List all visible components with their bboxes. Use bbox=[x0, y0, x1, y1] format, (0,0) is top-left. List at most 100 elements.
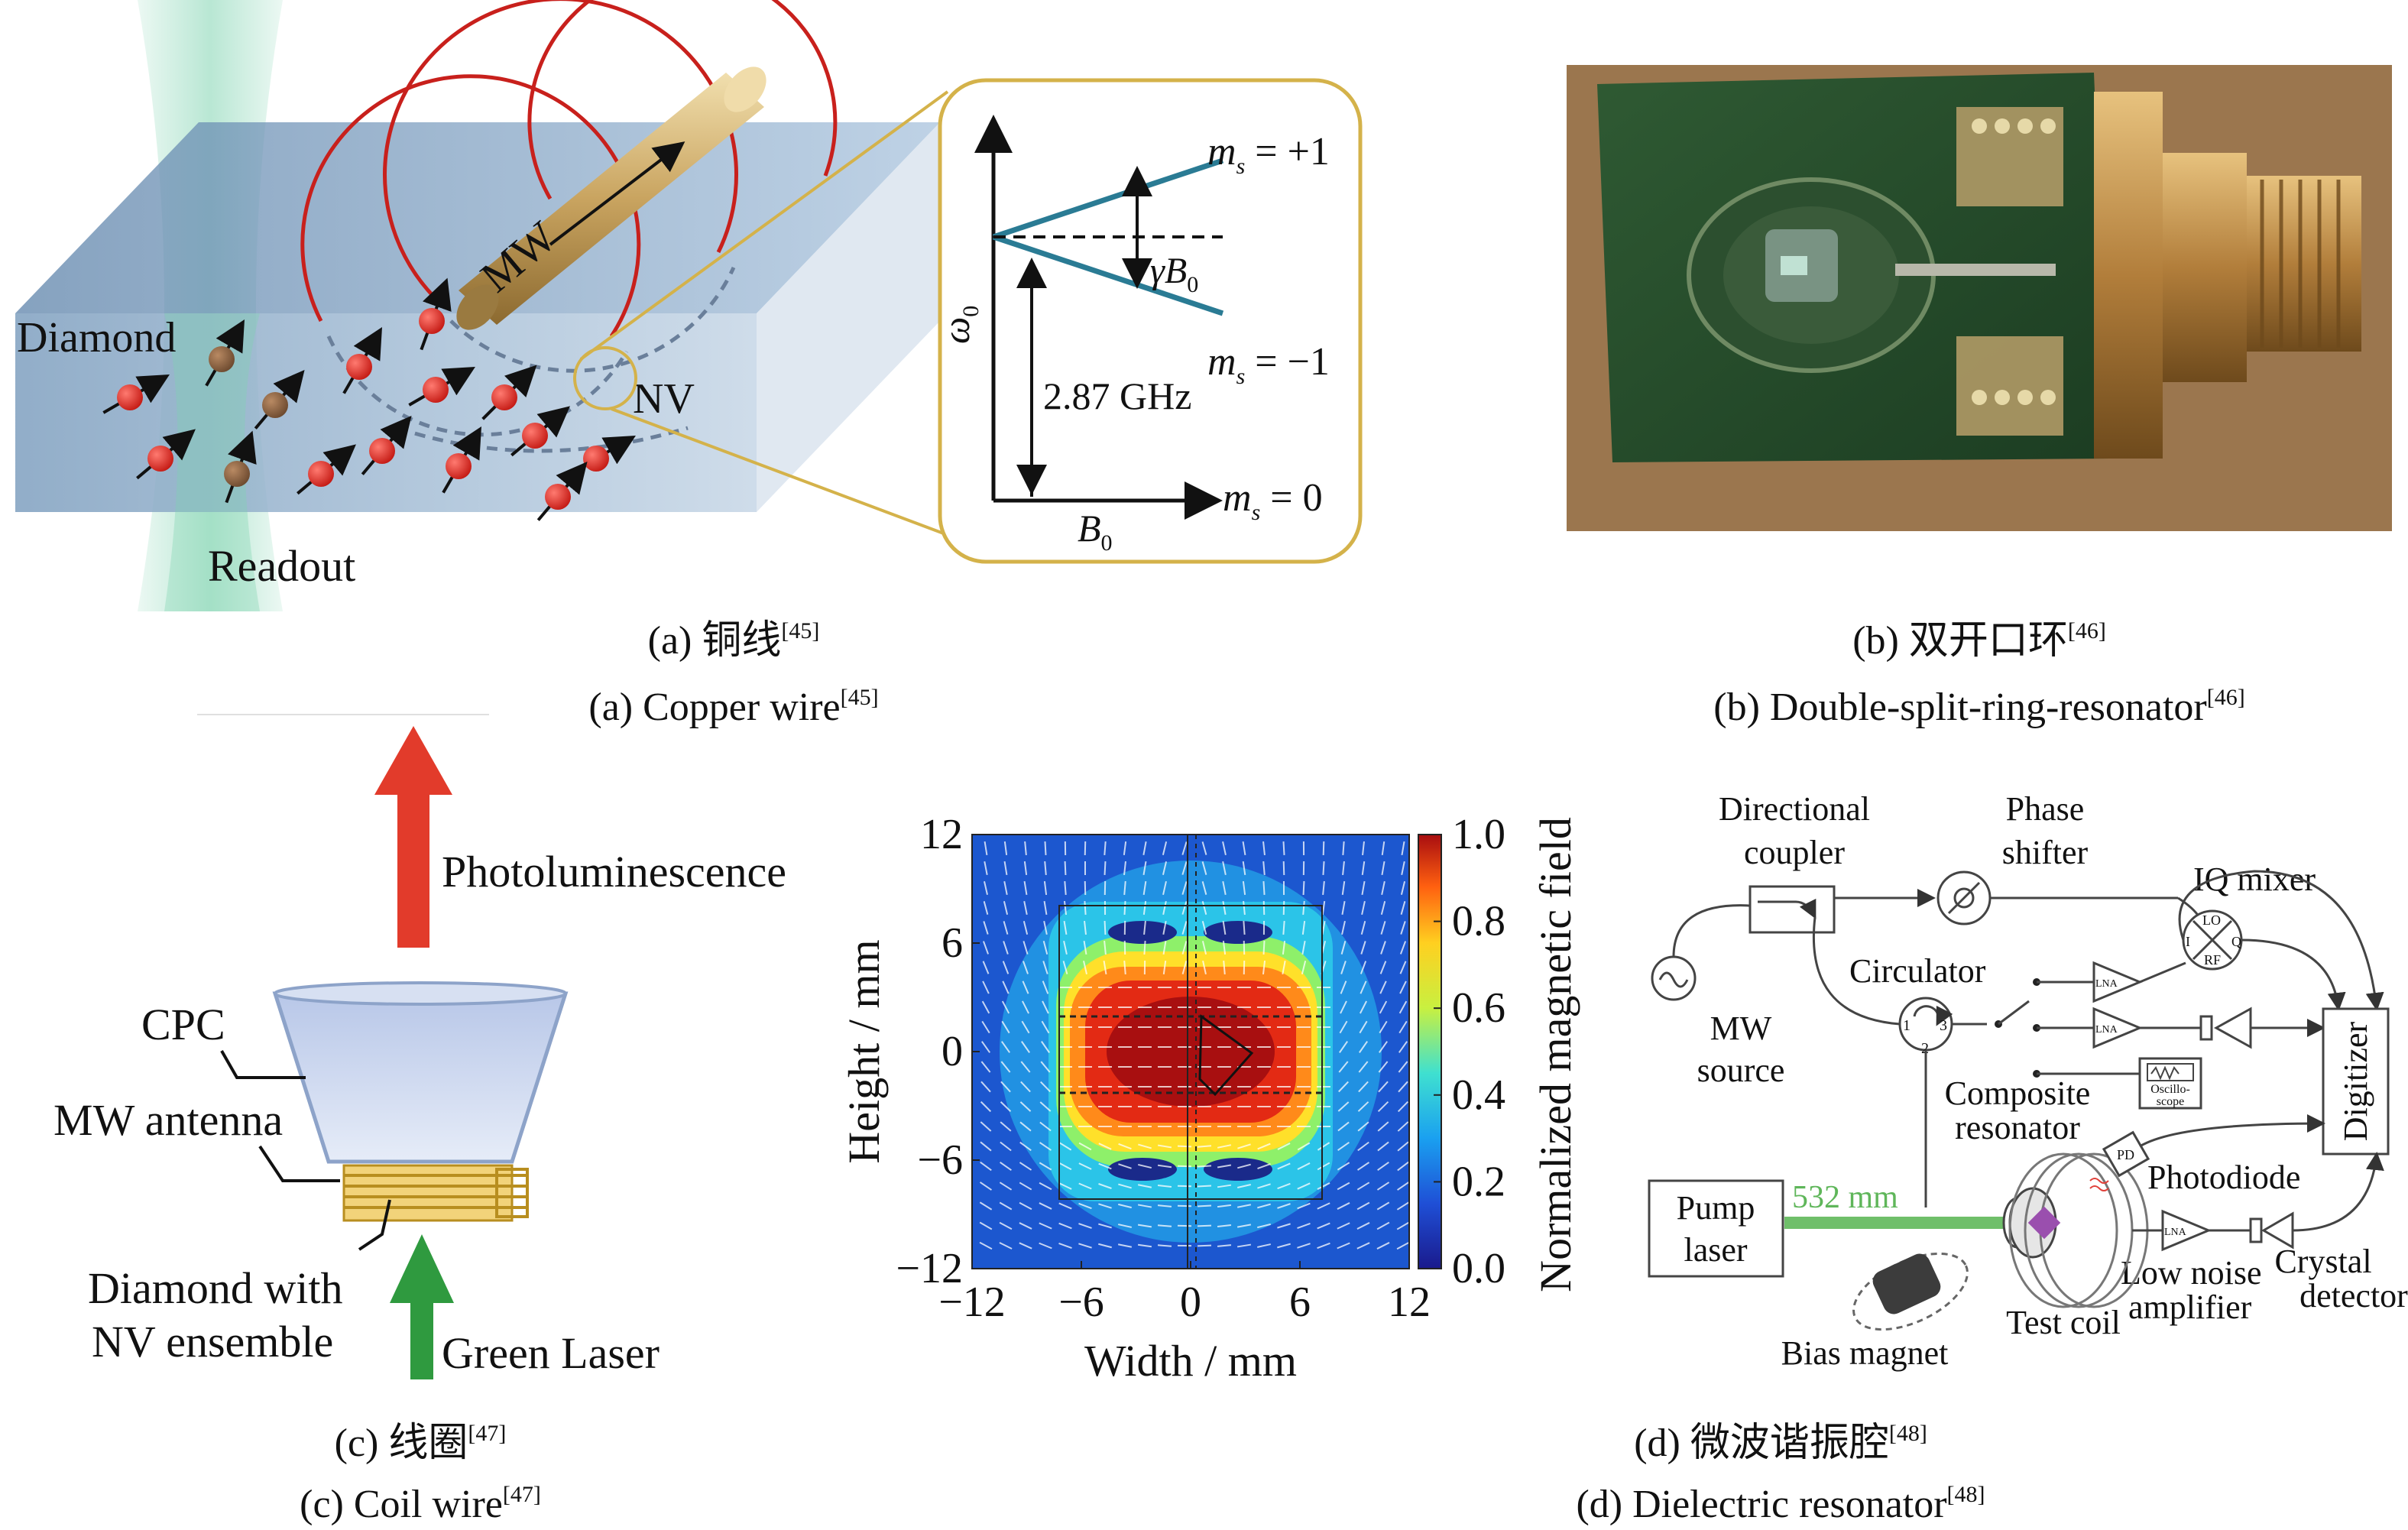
test-coil-label: Test coil bbox=[2006, 1304, 2121, 1341]
feed-line bbox=[1895, 264, 2056, 276]
y-tick-label: 0 bbox=[941, 1028, 963, 1075]
colorbar bbox=[1418, 834, 1442, 1269]
ms-minus-label: ms = −1 bbox=[1207, 340, 1330, 389]
photoluminescence-arrow bbox=[397, 795, 429, 948]
photoluminescence-label: Photoluminescence bbox=[442, 847, 786, 896]
gamma-b0-label: γB0 bbox=[1150, 251, 1198, 297]
caption-c-cn: (c) 线圈[47] bbox=[335, 1421, 507, 1465]
nv-center bbox=[408, 366, 475, 407]
panel-b-photo bbox=[1567, 65, 2392, 531]
omega0-axis-label: ω0 bbox=[935, 306, 984, 344]
nv-center bbox=[224, 430, 257, 504]
x-tick-label: 0 bbox=[1180, 1279, 1201, 1326]
nv-center bbox=[205, 319, 245, 387]
caption-d-en: (d) Dielectric resonator[48] bbox=[1576, 1482, 1985, 1526]
green-laser-arrow bbox=[410, 1303, 433, 1379]
x-tick-label: −6 bbox=[1058, 1279, 1104, 1326]
zoom-connector-bottom bbox=[611, 407, 948, 536]
nv-center bbox=[419, 277, 452, 351]
caption-b-cn: (b) 双开口环[46] bbox=[1852, 618, 2106, 663]
green-laser-label: Green Laser bbox=[442, 1328, 660, 1378]
bias-magnet bbox=[1872, 1253, 1941, 1314]
nv-ensemble-label: NV ensemble bbox=[92, 1317, 333, 1366]
nv-center bbox=[297, 444, 356, 495]
mw-antenna-coil bbox=[342, 1164, 529, 1222]
caption-d-cn: (d) 微波谐振腔[48] bbox=[1634, 1421, 1927, 1465]
svg-text:I: I bbox=[2186, 934, 2190, 949]
svg-text:2: 2 bbox=[1921, 1040, 1929, 1057]
caption-a-en: (a) Copper wire[45] bbox=[588, 685, 878, 729]
nv-center bbox=[342, 327, 383, 394]
sma-connector bbox=[2247, 176, 2361, 352]
svg-text:RF: RF bbox=[2204, 952, 2221, 968]
b0-axis-label: B0 bbox=[1078, 507, 1113, 556]
svg-text:LO: LO bbox=[2202, 912, 2221, 928]
nv-center bbox=[481, 365, 537, 420]
caption-a-cn: (a) 铜线[45] bbox=[648, 618, 820, 663]
lna-amplifier-3 bbox=[2161, 1209, 2212, 1252]
colorbar-tick-label: 1.0 bbox=[1452, 811, 1505, 858]
bias-magnet-label: Bias magnet bbox=[1781, 1334, 1949, 1372]
nv-center bbox=[536, 462, 588, 521]
directional-coupler-label-1: Directional bbox=[1719, 790, 1870, 828]
svg-text:Q: Q bbox=[2231, 934, 2241, 949]
phase-shifter-label-2: shifter bbox=[2002, 834, 2089, 871]
readout-label: Readout bbox=[208, 541, 355, 591]
svg-text:LNA: LNA bbox=[2095, 978, 2118, 990]
wavelength-label: 532 mm bbox=[1792, 1180, 1898, 1215]
x-tick-label: −12 bbox=[938, 1279, 1006, 1326]
nv-center bbox=[254, 370, 305, 430]
colorbar-label: Normalized magnetic field bbox=[1531, 817, 1580, 1292]
colorbar-tick-label: 0.2 bbox=[1452, 1158, 1505, 1205]
colorbar-tick-label: 0.4 bbox=[1452, 1071, 1505, 1119]
laser-beam-overlay bbox=[164, 313, 260, 611]
svg-text:scope: scope bbox=[2157, 1095, 2184, 1108]
mw-antenna-label: MW antenna bbox=[53, 1095, 283, 1145]
colorbar-tick-label: 0.8 bbox=[1452, 898, 1505, 945]
lna-amplifier-2 bbox=[2092, 1006, 2143, 1049]
cpc-concentrator bbox=[272, 991, 569, 1164]
svg-text:1: 1 bbox=[1903, 1017, 1911, 1034]
phase-shifter-label-1: Phase bbox=[2006, 790, 2085, 828]
zoom-connector-top bbox=[579, 90, 949, 361]
resonator-schematic: Directional coupler Phase shifter IQ mix… bbox=[1648, 790, 2408, 1372]
panel-a-illustration: MW Diamond NV Readout ms = +1 ms = −1 ms… bbox=[15, 0, 1363, 611]
diamond-label: Diamond bbox=[17, 314, 176, 361]
ms-plus-label: ms = +1 bbox=[1207, 130, 1330, 179]
frequency-label: 2.87 GHz bbox=[1043, 374, 1191, 417]
svg-text:LNA: LNA bbox=[2095, 1024, 2118, 1036]
green-beam bbox=[1784, 1217, 2006, 1229]
x-tick-label: 6 bbox=[1289, 1279, 1311, 1326]
low-noise-label-2: amplifier bbox=[2128, 1289, 2252, 1326]
zoom-circle bbox=[573, 346, 637, 410]
nv-center bbox=[510, 406, 570, 457]
nv-center bbox=[442, 426, 482, 494]
low-noise-label-1: Low noise bbox=[2121, 1254, 2262, 1292]
crystal-detector-label-1: Crystal bbox=[2274, 1243, 2371, 1280]
diamond-with-label: Diamond with bbox=[88, 1263, 342, 1313]
colorbar-tick-label: 0.6 bbox=[1452, 984, 1505, 1032]
caption-b-en: (b) Double-split-ring-resonator[46] bbox=[1713, 685, 2244, 729]
pump-laser-box bbox=[1648, 1179, 1784, 1278]
diamond-crystal bbox=[2027, 1206, 2061, 1240]
svg-text:3: 3 bbox=[1940, 1017, 1947, 1034]
y-tick-label: 6 bbox=[941, 919, 963, 967]
caption-c-en: (c) Coil wire[47] bbox=[300, 1482, 541, 1526]
pump-laser-label-2: laser bbox=[1684, 1231, 1747, 1269]
directional-coupler-box bbox=[1748, 885, 1836, 934]
photodiode-label: Photodiode bbox=[2147, 1159, 2300, 1196]
y-tick-label: −6 bbox=[917, 1136, 963, 1184]
composite-resonator-label-2: resonator bbox=[1955, 1109, 2080, 1146]
ms-zero-label: ms = 0 bbox=[1223, 476, 1323, 525]
nv-center bbox=[361, 416, 412, 475]
svg-text:Oscillo-: Oscillo- bbox=[2150, 1083, 2190, 1096]
circulator-label: Circulator bbox=[1849, 952, 1986, 990]
mw-source-label-2: source bbox=[1697, 1052, 1785, 1089]
y-tick-label: −12 bbox=[896, 1245, 963, 1292]
nv-center bbox=[102, 374, 170, 414]
sma-flange bbox=[2094, 92, 2163, 459]
pump-laser-label-1: Pump bbox=[1677, 1189, 1755, 1227]
nv-label: NV bbox=[633, 375, 695, 423]
